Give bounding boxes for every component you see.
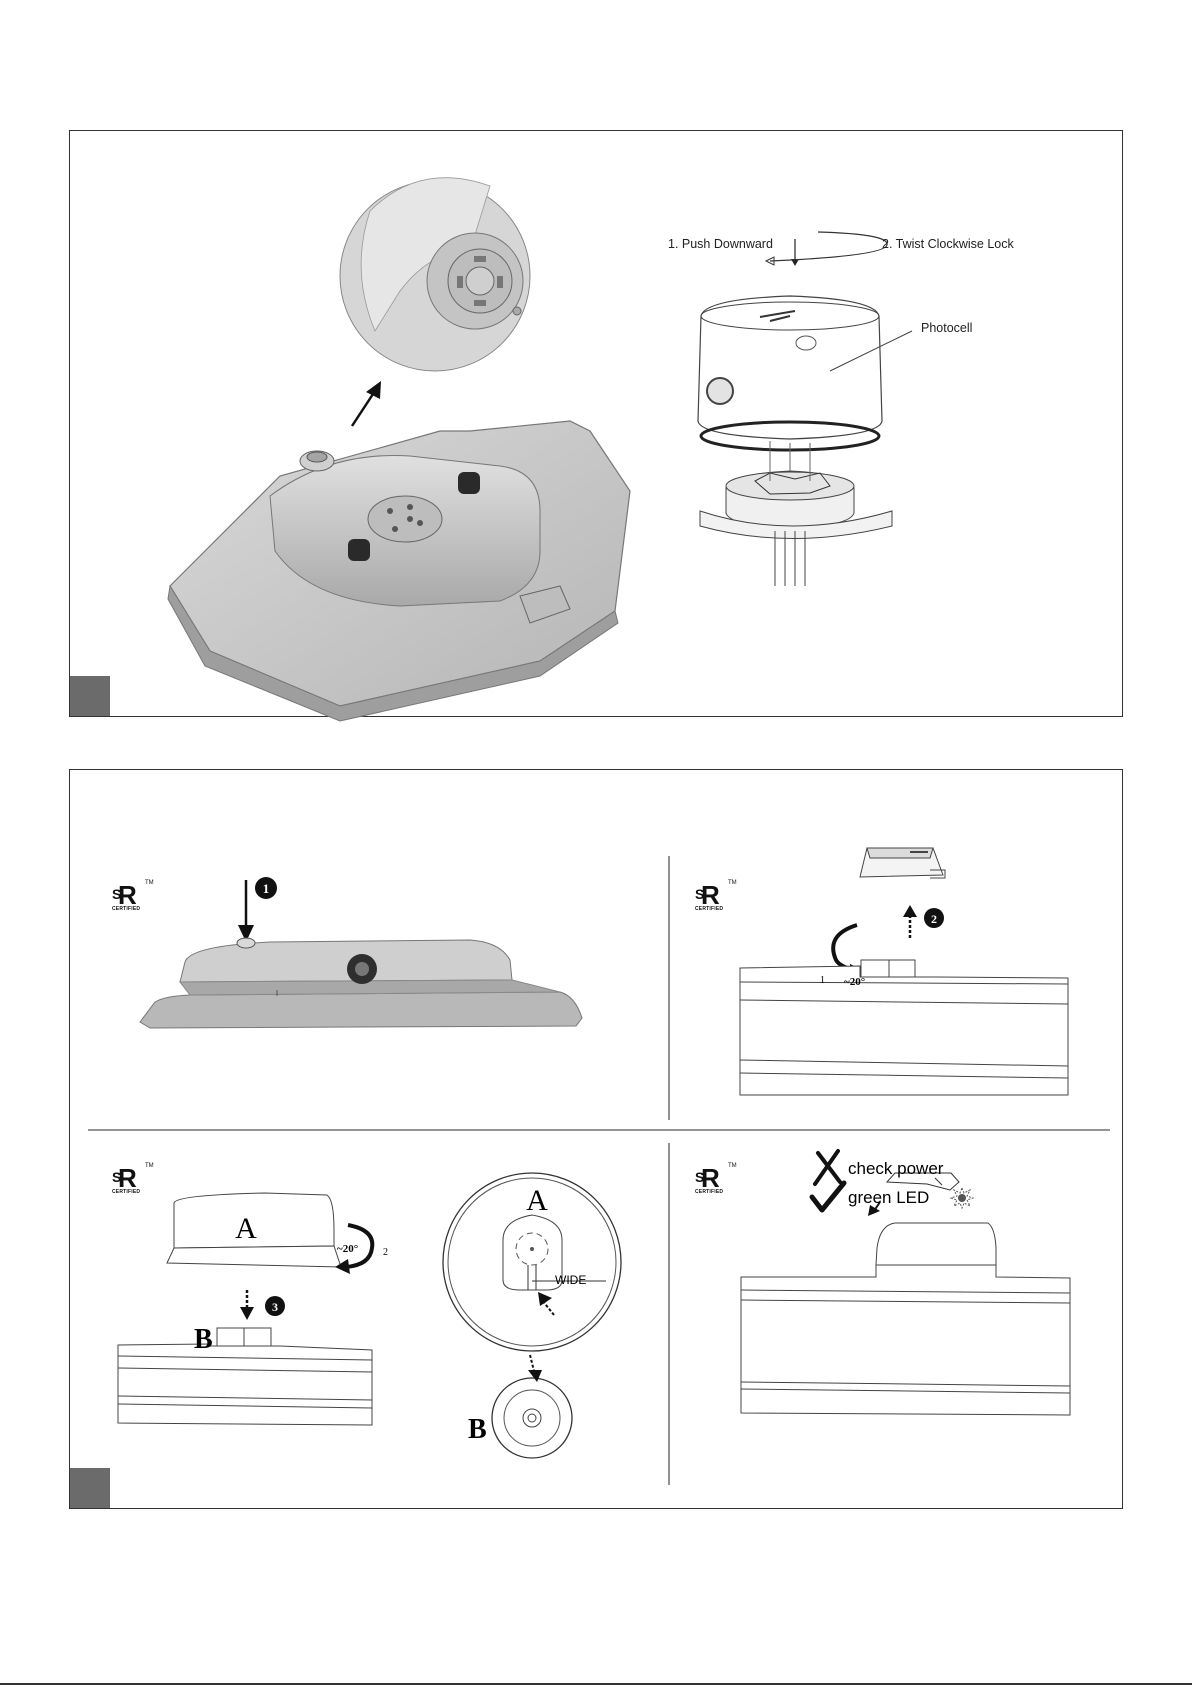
bottom-instruction-panel: 1 2 1 ~20° [69,769,1123,1509]
step-two-rotation-index: 1 [820,975,825,986]
step-three-number: 3 [272,1300,278,1314]
page-marker-square [70,676,110,716]
zoom-arrow [352,381,381,426]
receptacle-zoom-detail [340,178,530,371]
page-marker-square [70,1468,110,1508]
led-glow-icon [951,1188,973,1208]
top-instruction-panel: 1. Push Downward 2. Twist Clockwise Lock… [69,130,1123,717]
part-a-label-top: A [526,1184,548,1217]
top-illustration: 1. Push Downward 2. Twist Clockwise Lock… [70,131,1124,718]
photocell-leader-line [830,331,912,371]
step-two-number: 2 [931,912,937,926]
cert-trademark: TM [145,880,154,886]
check-mark-icon [812,1183,844,1210]
luminaire-fixture [168,421,630,721]
step2-label: 2. Twist Clockwise Lock [882,237,1015,251]
step-four-illustration [741,1173,1070,1415]
step-one-number: 1 [263,881,270,896]
wide-label: WIDE [555,1273,586,1287]
cert-caption: CERTIFIED [112,906,140,912]
part-b-label-side: B [194,1324,213,1355]
part-a-label-side: A [235,1212,257,1245]
check-power-text: check power [848,1159,944,1178]
step1-label: 1. Push Downward [668,237,773,251]
step-three-angle: ~20° [337,1243,358,1255]
step-two-illustration [740,848,1068,1095]
photocell-diagram [698,232,912,586]
step-two-angle: ~20° [844,976,865,988]
step-one-illustration [140,880,582,1028]
step-three-rotation-index: 2 [383,1247,388,1258]
bottom-illustration: 1 2 1 ~20° [70,770,1124,1510]
photocell-label: Photocell [921,321,972,335]
fail-x-icon [815,1151,840,1184]
part-b-label-top: B [468,1414,487,1445]
twist-arrow [770,232,887,261]
green-led-text: green LED [848,1188,929,1207]
